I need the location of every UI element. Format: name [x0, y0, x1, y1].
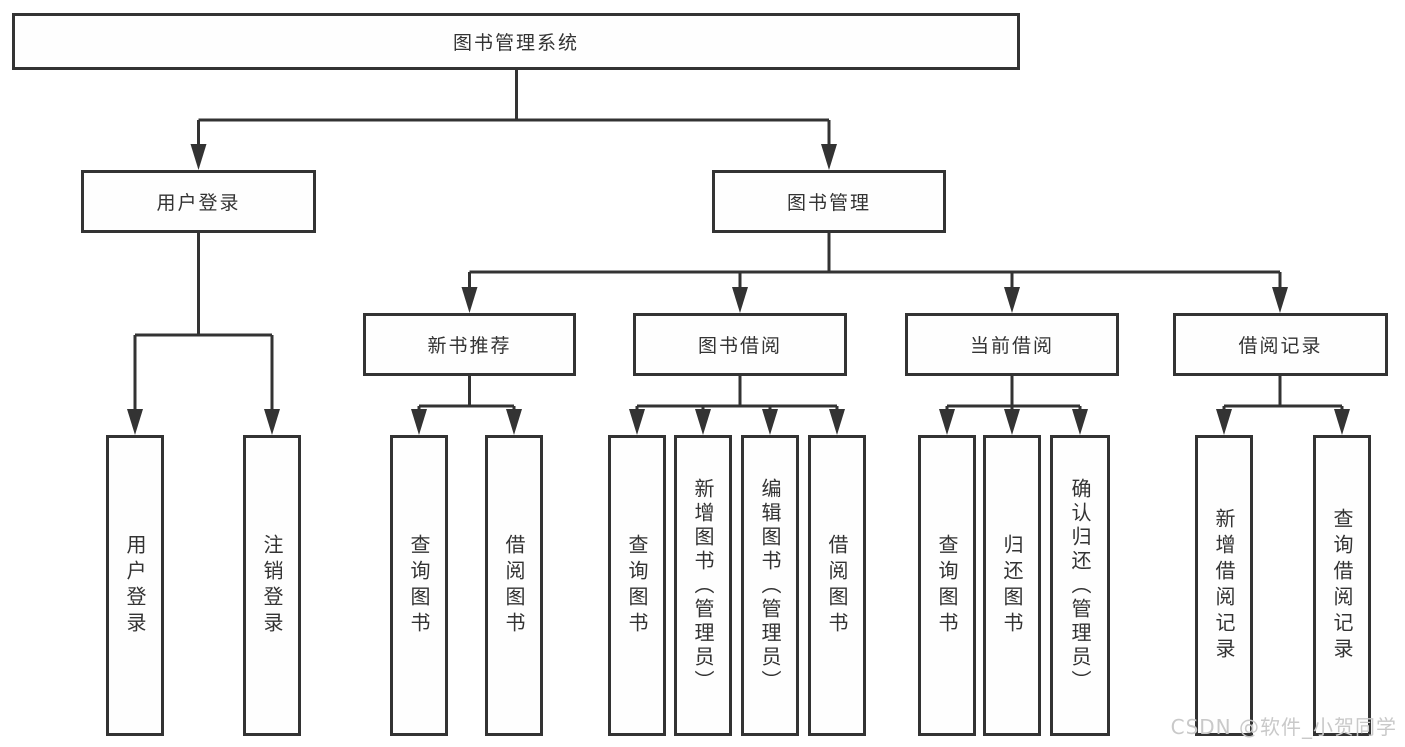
- leaf-add-book-admin: 新增图书（管理员）: [674, 435, 732, 736]
- node-borrow-records: 借阅记录: [1173, 313, 1388, 376]
- node-new-book-recommend-label: 新书推荐: [427, 335, 512, 357]
- node-book-borrow: 图书借阅: [633, 313, 847, 376]
- leaf-query-borrow-record-label: 查询借阅记录: [1330, 507, 1354, 664]
- connector-root-to-level1: [190, 70, 837, 170]
- leaf-borrow-books-recommend: 借阅图书: [485, 435, 543, 736]
- leaf-logout-label: 注销登录: [260, 533, 284, 638]
- connector-newbook-to-leaves: [411, 375, 522, 435]
- leaf-query-books-borrow: 查询图书: [608, 435, 666, 736]
- leaf-user-login: 用户登录: [106, 435, 164, 736]
- node-root-system: 图书管理系统: [12, 13, 1020, 70]
- node-borrow-records-label: 借阅记录: [1238, 335, 1323, 357]
- node-book-management-label: 图书管理: [786, 192, 871, 214]
- leaf-add-borrow-record-label: 新增借阅记录: [1212, 507, 1236, 664]
- connector-borrowrecords-to-leaves: [1216, 375, 1350, 435]
- leaf-borrow-books: 借阅图书: [808, 435, 866, 736]
- leaf-add-borrow-record: 新增借阅记录: [1195, 435, 1253, 736]
- node-user-login-label: 用户登录: [156, 192, 241, 214]
- leaf-edit-book-admin: 编辑图书（管理员）: [741, 435, 799, 736]
- leaf-query-books-borrow-label: 查询图书: [625, 533, 649, 638]
- leaf-query-books-current: 查询图书: [918, 435, 976, 736]
- connector-bookmgmt-to-level2: [461, 232, 1288, 313]
- leaf-query-books-recommend-label: 查询图书: [407, 533, 431, 638]
- node-new-book-recommend: 新书推荐: [363, 313, 576, 376]
- node-user-login: 用户登录: [81, 170, 316, 233]
- leaf-logout: 注销登录: [243, 435, 301, 736]
- leaf-confirm-return-admin-label: 确认归还（管理员）: [1068, 477, 1092, 694]
- connector-userlogin-to-leaves: [127, 232, 280, 435]
- leaf-user-login-label: 用户登录: [123, 533, 147, 638]
- leaf-borrow-books-recommend-label: 借阅图书: [502, 533, 526, 638]
- leaf-return-books-label: 归还图书: [1000, 533, 1024, 638]
- node-book-borrow-label: 图书借阅: [697, 335, 782, 357]
- leaf-query-books-current-label: 查询图书: [935, 533, 959, 638]
- node-current-borrow: 当前借阅: [905, 313, 1119, 376]
- leaf-add-book-admin-label: 新增图书（管理员）: [691, 477, 715, 694]
- connector-currentborrow-to-leaves: [939, 375, 1088, 435]
- leaf-return-books: 归还图书: [983, 435, 1041, 736]
- leaf-query-books-recommend: 查询图书: [390, 435, 448, 736]
- leaf-confirm-return-admin: 确认归还（管理员）: [1050, 435, 1110, 736]
- node-book-management: 图书管理: [712, 170, 946, 233]
- node-root-system-label: 图书管理系统: [452, 32, 579, 54]
- node-current-borrow-label: 当前借阅: [969, 335, 1054, 357]
- leaf-query-borrow-record: 查询借阅记录: [1313, 435, 1371, 736]
- leaf-borrow-books-label: 借阅图书: [825, 533, 849, 638]
- leaf-edit-book-admin-label: 编辑图书（管理员）: [758, 477, 782, 694]
- connector-bookborrow-to-leaves: [629, 375, 845, 435]
- csdn-watermark: CSDN @软件_小贺同学: [1170, 715, 1397, 739]
